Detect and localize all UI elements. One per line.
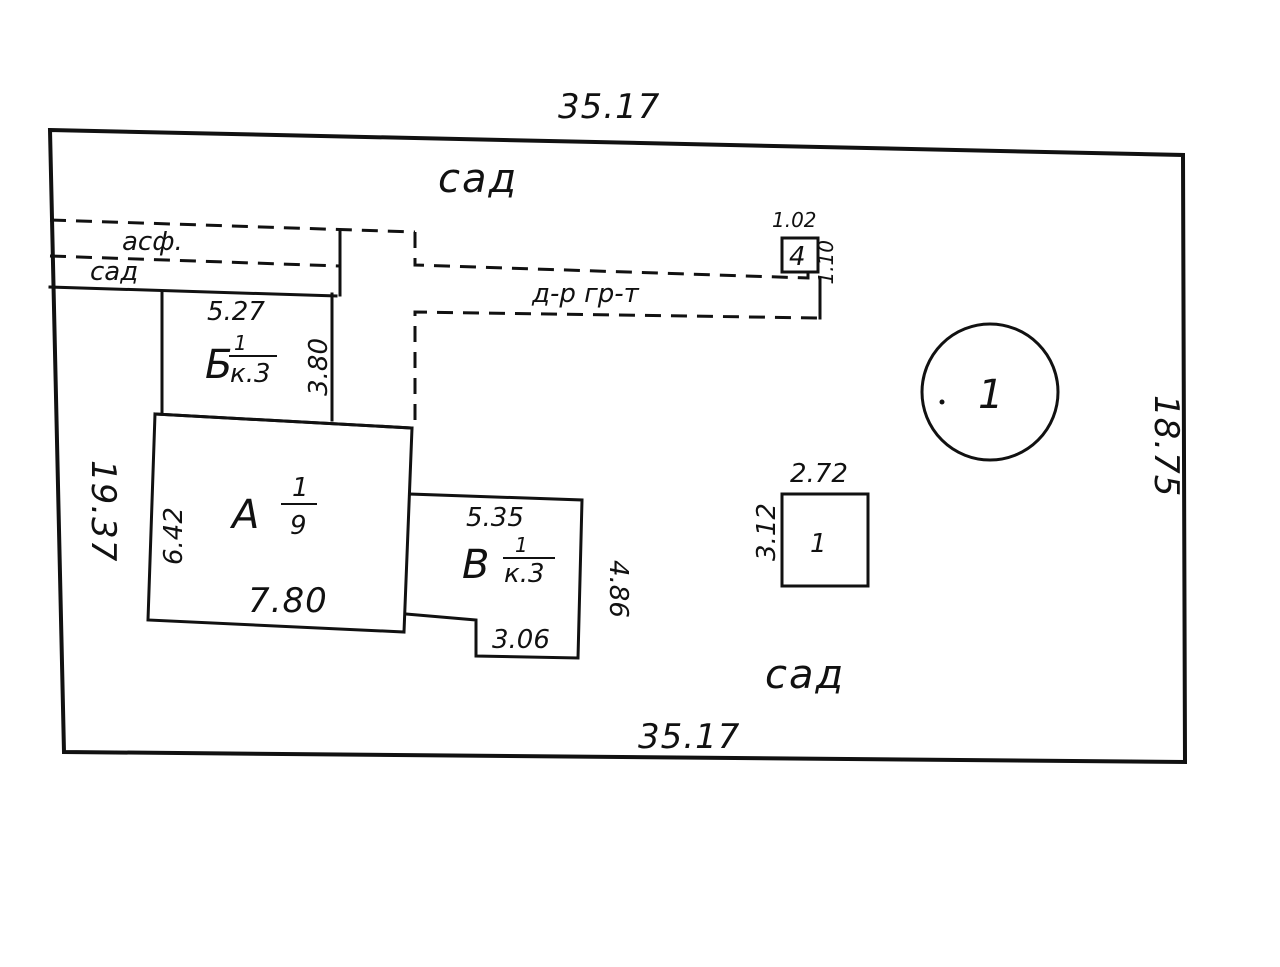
building-b-letter: Б bbox=[205, 342, 234, 388]
plot-boundary bbox=[47, 127, 1188, 765]
building-b-width: 5.27 bbox=[207, 297, 265, 327]
building-v-floors: 1 bbox=[515, 533, 528, 557]
building-a-floors: 1 bbox=[292, 473, 309, 503]
road-edge-bottom bbox=[413, 310, 821, 420]
structure-4-width: 1.02 bbox=[772, 208, 817, 232]
building-v-material: к.3 bbox=[504, 559, 545, 589]
building-v-outline bbox=[404, 492, 584, 660]
garden-label-bottom: сад bbox=[765, 652, 845, 698]
garden-strip-divider bbox=[49, 254, 341, 268]
plot-left-dimension: 19.37 bbox=[83, 460, 123, 562]
road-label: д-р гр-т bbox=[531, 279, 640, 309]
building-a-width: 7.80 bbox=[248, 581, 328, 621]
structure-1-square-width: 2.72 bbox=[790, 459, 848, 489]
building-b-floors: 1 bbox=[234, 331, 247, 355]
plot-bottom-dimension: 35.17 bbox=[638, 717, 740, 757]
structure-1-square-outline bbox=[780, 492, 870, 588]
building-v-letter: В bbox=[462, 542, 491, 588]
structure-1-square-depth: 3.12 bbox=[752, 503, 782, 561]
building-b-material: к.3 bbox=[230, 359, 271, 389]
structure-1-square-number: 1 bbox=[810, 529, 827, 559]
garden-strip-bottom bbox=[48, 285, 338, 298]
asphalt-strip-top bbox=[49, 218, 416, 234]
building-a-outline bbox=[146, 412, 414, 634]
building-a-letter: А bbox=[229, 492, 261, 538]
building-v-depth: 4.86 bbox=[603, 560, 633, 618]
garden-strip-label: сад bbox=[90, 257, 138, 287]
road-edge-top bbox=[413, 232, 810, 280]
garden-label-top: сад bbox=[438, 156, 518, 202]
building-b-depth: 3.80 bbox=[304, 338, 334, 396]
asphalt-label: асф. bbox=[122, 227, 183, 257]
structure-1-circle-number: 1 bbox=[978, 372, 1005, 418]
building-v-step: 3.06 bbox=[492, 625, 550, 655]
structure-4-number: 4 bbox=[789, 242, 806, 272]
structure-4-depth: 1.10 bbox=[814, 240, 838, 285]
building-v-width: 5.35 bbox=[466, 503, 524, 533]
building-a-side: 6.42 bbox=[159, 507, 189, 565]
structure-1-circle-dot bbox=[939, 399, 945, 405]
structure-1-circle-outline bbox=[920, 322, 1060, 462]
building-a-material: 9 bbox=[290, 511, 307, 541]
structure-4-outline bbox=[780, 236, 820, 274]
plot-right-dimension: 18.75 bbox=[1146, 395, 1186, 497]
plot-top-dimension: 35.17 bbox=[558, 87, 660, 127]
